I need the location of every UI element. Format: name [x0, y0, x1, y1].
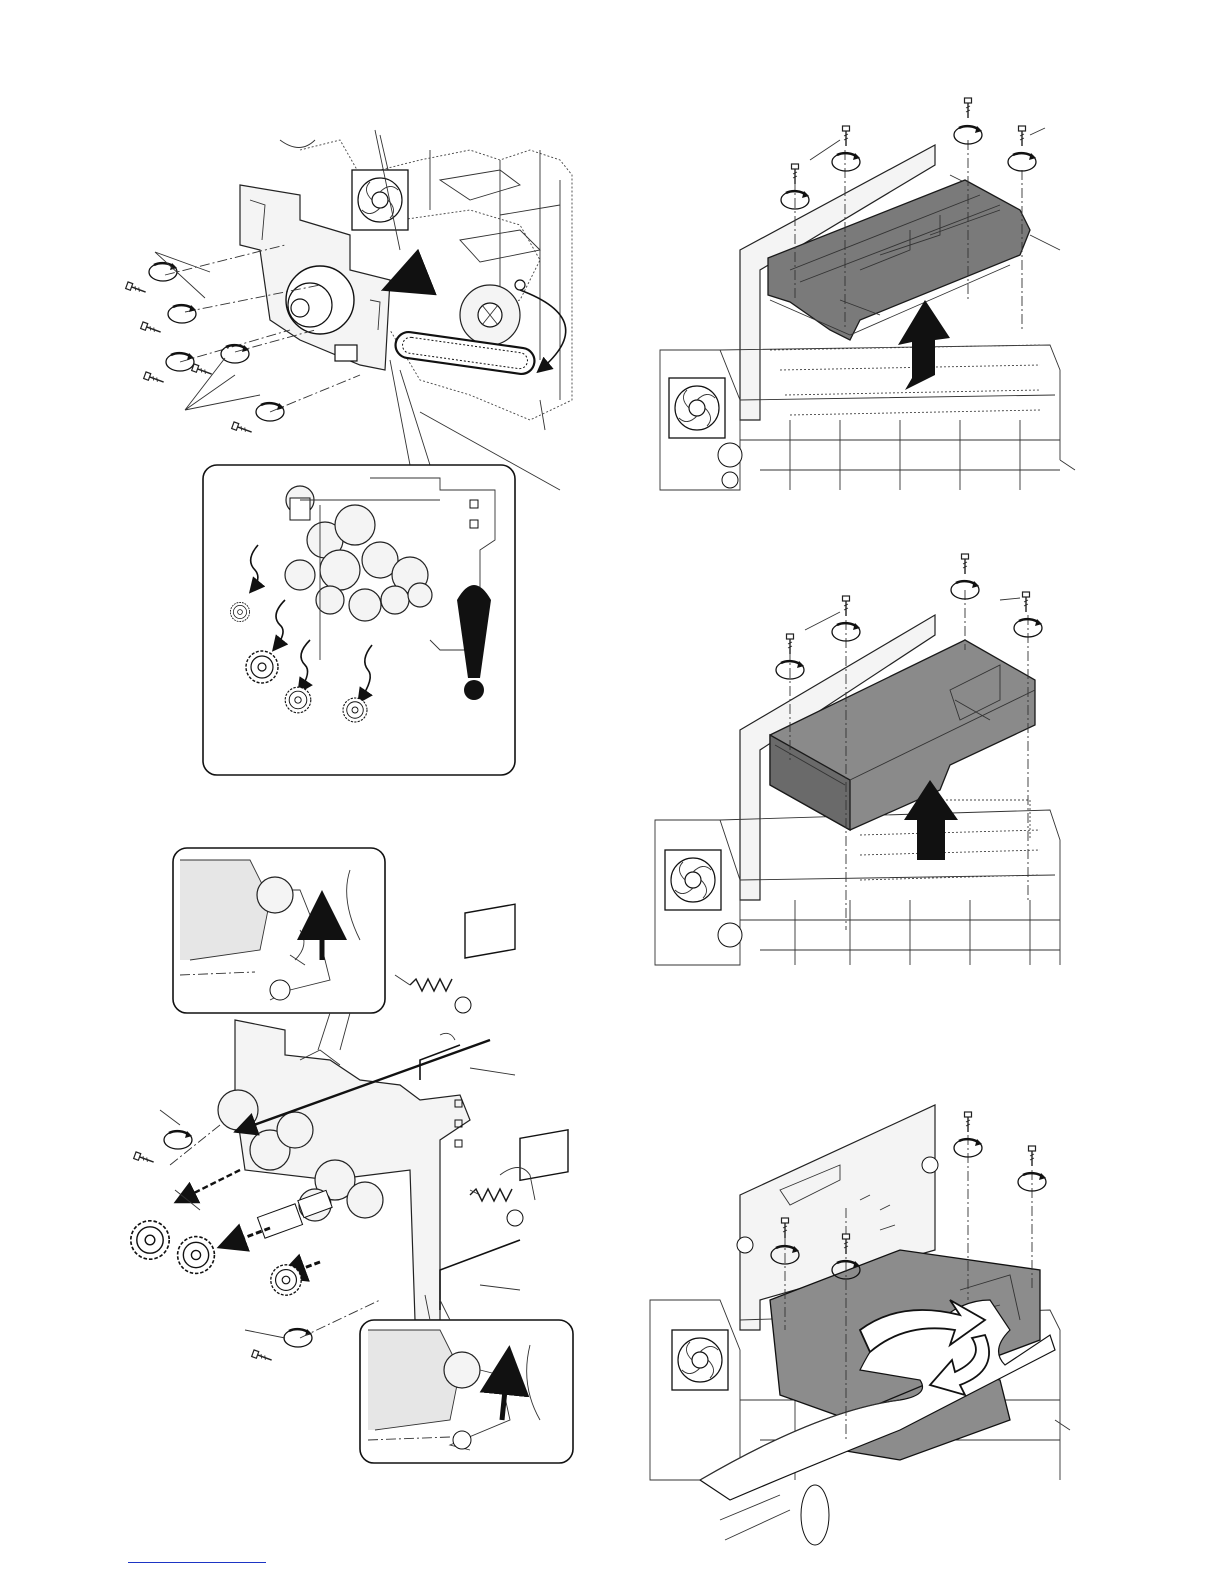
screw-icon [232, 422, 253, 435]
gear-icon [230, 602, 249, 621]
screw-icon [141, 322, 162, 335]
screw-icon [252, 1350, 273, 1363]
screw-icon [192, 364, 213, 377]
screw-icon [792, 164, 799, 184]
motor-icon [460, 280, 525, 345]
fan-icon [665, 850, 721, 910]
gear-detail-callout [203, 465, 515, 775]
box-unit-icon [770, 640, 1035, 830]
screw-rotate-icon [284, 1329, 312, 1347]
gear-icon [343, 698, 367, 722]
spring-icon [410, 979, 452, 991]
drive-unit-figure [126, 130, 572, 490]
screw-icon [1019, 126, 1026, 146]
gear-icon [178, 1237, 215, 1274]
tray-rotate-figure [650, 1105, 1070, 1545]
screw-icon [843, 596, 850, 616]
footer-link-rule [128, 1562, 266, 1563]
solenoid-icon [507, 1130, 568, 1226]
frame-removal-arrow [395, 275, 420, 285]
fan-icon [669, 378, 725, 438]
spring-icon [470, 1189, 512, 1201]
solenoid-icon [455, 904, 515, 1013]
screw-icon [126, 282, 147, 295]
gear-icon [246, 651, 278, 683]
screw-rotate-icon [149, 263, 177, 281]
screw-rotate-icon [168, 305, 196, 323]
screw-rotate-icon [221, 345, 249, 363]
screw-icon [965, 1112, 972, 1132]
screw-icon [787, 634, 794, 654]
screw-icon [962, 554, 969, 574]
screw-icon [134, 1152, 155, 1165]
top-cover-figure [660, 98, 1075, 490]
solenoid-unit-figure [131, 848, 573, 1463]
screw-icon [144, 372, 165, 385]
screw-icon [1023, 592, 1030, 612]
drive-belt-icon [394, 330, 536, 375]
gear-icon [131, 1221, 169, 1259]
lift-arrow-icon [898, 300, 950, 390]
gear-icon [271, 1265, 301, 1295]
gear-icon [285, 687, 311, 713]
fan-icon [352, 170, 408, 230]
screw-rotate-icon [832, 153, 860, 171]
screw-rotate-icon [1008, 153, 1036, 171]
screw-icon [843, 126, 850, 146]
box-unit-figure [655, 554, 1060, 965]
screw-icon [965, 98, 972, 118]
screw-icon [1029, 1146, 1036, 1166]
fan-icon [672, 1330, 728, 1390]
screw-rotate-icon [164, 1131, 192, 1149]
